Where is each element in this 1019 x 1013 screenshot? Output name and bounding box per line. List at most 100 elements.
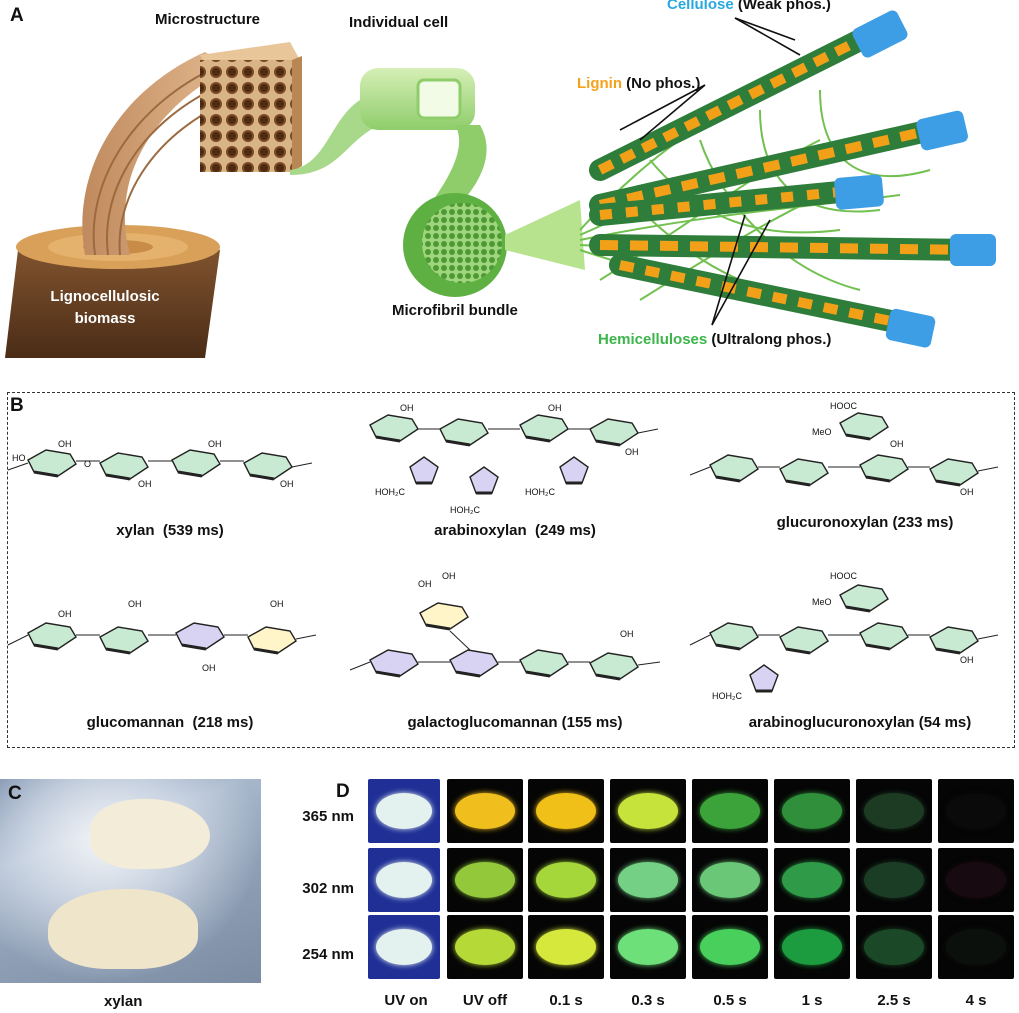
afterglow-cell-r3-c3 — [528, 915, 604, 979]
galactoglucomannan-oh-3: OH — [620, 629, 634, 639]
molecule-label-glucomannan: glucomannan (218 ms) — [60, 714, 280, 731]
hemicelluloses-note: (Ultralong phos.) — [711, 331, 832, 348]
sample-glow-blob — [864, 862, 924, 898]
microfibril-bundle-label: Microfibril bundle — [392, 302, 518, 319]
row-label-302: 302 nm — [302, 880, 354, 897]
biomass-label-line1: Lignocellulosic — [50, 288, 160, 305]
afterglow-cell-r3-c5 — [692, 915, 768, 979]
glucuronoxylan-oh-2: OH — [960, 487, 974, 497]
sample-glow-blob — [700, 929, 760, 965]
arabinoglucuronoxylan-time: (54 ms) — [918, 714, 972, 731]
afterglow-cell-r2-c8 — [938, 848, 1014, 912]
hemicelluloses-label: Hemicelluloses (Ultralong phos.) — [598, 331, 831, 348]
xylan-oh-1: OH — [58, 439, 72, 449]
afterglow-cell-r2-c1 — [368, 848, 440, 912]
glucuronoxylan-time: (233 ms) — [892, 514, 954, 531]
lignin-label: Lignin (No phos.) — [577, 75, 700, 92]
molecule-label-galactoglucomannan: galactoglucomannan (155 ms) — [380, 714, 650, 731]
molecule-label-arabinoxylan: arabinoxylan (249 ms) — [400, 522, 630, 539]
glucuronoxylan-name: glucuronoxylan — [776, 514, 889, 531]
glucomannan-oh-2: OH — [128, 599, 142, 609]
sample-glow-blob — [455, 862, 515, 898]
xylan-powder-pile — [48, 889, 198, 969]
afterglow-cell-r3-c1 — [368, 915, 440, 979]
xylan-name: xylan — [116, 522, 155, 539]
wood-fiber-bundle-icon — [82, 52, 231, 256]
cellulose-note: (Weak phos.) — [737, 0, 831, 13]
afterglow-cell-r3-c4 — [610, 915, 686, 979]
sample-glow-blob — [536, 793, 596, 829]
glucuronoxylan-oh-1: OH — [890, 439, 904, 449]
galactoglucomannan-oh-1: OH — [418, 579, 432, 589]
sample-glow-blob — [700, 862, 760, 898]
column-label: UV off — [462, 992, 508, 1009]
afterglow-cell-r2-c2 — [447, 848, 523, 912]
row-label-254: 254 nm — [302, 946, 354, 963]
xylan-ho-1: HO — [12, 453, 26, 463]
sample-glow-blob — [376, 793, 432, 829]
afterglow-cell-r1-c4 — [610, 779, 686, 843]
lignin-note: (No phos.) — [626, 75, 701, 92]
arabinoxylan-hoh2c-1: HOH₂C — [375, 487, 405, 497]
sample-glow-blob — [536, 929, 596, 965]
arabinoxylan-oh-2: OH — [548, 403, 562, 413]
hemicelluloses-name: Hemicelluloses — [598, 331, 708, 348]
arabinoglucuronoxylan-oh-1: OH — [960, 655, 974, 665]
panel-c-letter: C — [8, 783, 22, 804]
row-label-365: 365 nm — [302, 808, 354, 825]
glucuronoxylan-meo: MeO — [812, 427, 832, 437]
sample-glow-blob — [376, 862, 432, 898]
fibril-network-icon — [579, 10, 996, 348]
biomass-label: Lignocellulosic biomass — [30, 286, 180, 330]
afterglow-cell-r3-c7 — [856, 915, 932, 979]
xylan-oh-3: OH — [138, 479, 152, 489]
molecule-label-arabinoglucuronoxylan: arabinoglucuronoxylan (54 ms) — [730, 714, 990, 731]
sample-glow-blob — [782, 862, 842, 898]
arabinoxylan-hoh2c-3: HOH₂C — [450, 505, 480, 515]
xylan-o-1: O — [84, 459, 91, 469]
sample-glow-blob — [946, 929, 1006, 965]
sample-glow-blob — [864, 929, 924, 965]
xylan-structure: OH HO O OH OH OH — [7, 439, 313, 489]
column-label: 0.1 s — [549, 992, 583, 1009]
afterglow-cell-r1-c1 — [368, 779, 440, 843]
glucomannan-time: (218 ms) — [192, 714, 254, 731]
sample-glow-blob — [782, 929, 842, 965]
afterglow-cell-r3-c8 — [938, 915, 1014, 979]
arabinoglucuronoxylan-hooc: HOOC — [830, 571, 858, 581]
glucomannan-name: glucomannan — [86, 714, 185, 731]
afterglow-cell-r2-c7 — [856, 848, 932, 912]
individual-cell-label: Individual cell — [349, 14, 449, 31]
column-label: 1 s — [801, 992, 823, 1009]
xylan-photo: C — [0, 779, 261, 983]
afterglow-cell-r2-c4 — [610, 848, 686, 912]
sample-glow-blob — [946, 793, 1006, 829]
galactoglucomannan-oh-2: OH — [442, 571, 456, 581]
afterglow-cell-r3-c2 — [447, 915, 523, 979]
sample-glow-blob — [618, 929, 678, 965]
galactoglucomannan-name: galactoglucomannan — [407, 714, 558, 731]
microfibril-bundle-icon — [403, 125, 585, 297]
afterglow-cell-r2-c6 — [774, 848, 850, 912]
biomass-label-line2: biomass — [74, 310, 136, 327]
sample-glow-blob — [946, 862, 1006, 898]
glucomannan-oh-1: OH — [58, 609, 72, 619]
afterglow-cell-r1-c8 — [938, 779, 1014, 843]
column-label: 4 s — [965, 992, 987, 1009]
cellulose-name: Cellulose — [667, 0, 734, 13]
arabinoglucuronoxylan-structure: HOOC MeO HOH₂C OH — [689, 571, 999, 701]
arabinoxylan-name: arabinoxylan — [434, 522, 527, 539]
panel-b-frame — [7, 392, 1015, 748]
sample-glow-blob — [618, 793, 678, 829]
xylan-oh-2: OH — [208, 439, 222, 449]
sample-glow-blob — [864, 793, 924, 829]
panel-c-caption: xylan — [104, 993, 143, 1010]
column-label: UV on — [384, 992, 428, 1009]
glucomannan-oh-3: OH — [270, 599, 284, 609]
panel-a-illustration — [5, 10, 996, 358]
column-label: 0.3 s — [631, 992, 665, 1009]
xylan-oh-4: OH — [280, 479, 294, 489]
afterglow-cell-r1-c7 — [856, 779, 932, 843]
arabinoxylan-oh-1: OH — [400, 403, 414, 413]
cellulose-label: Cellulose (Weak phos.) — [667, 0, 831, 13]
